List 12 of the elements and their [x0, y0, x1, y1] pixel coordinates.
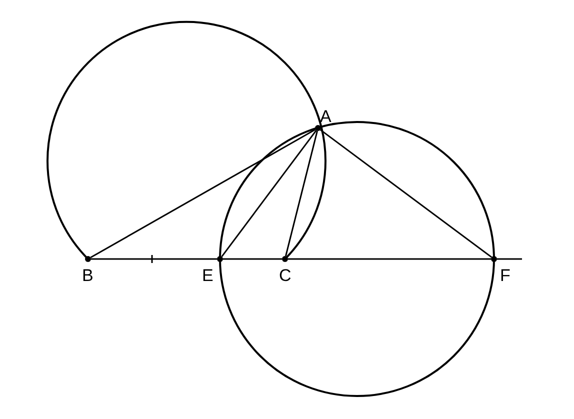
line-segment	[288, 258, 491, 260]
line-segment	[221, 130, 317, 258]
point-label: F	[500, 267, 510, 284]
line-segment	[223, 258, 282, 260]
point-label: A	[320, 108, 332, 125]
line-segment	[320, 129, 492, 258]
point-label: C	[279, 267, 292, 284]
line-segment	[285, 130, 318, 256]
point-label: B	[82, 267, 94, 284]
line-segment	[90, 128, 316, 258]
line-segment	[91, 258, 217, 260]
point-label: E	[202, 267, 214, 284]
